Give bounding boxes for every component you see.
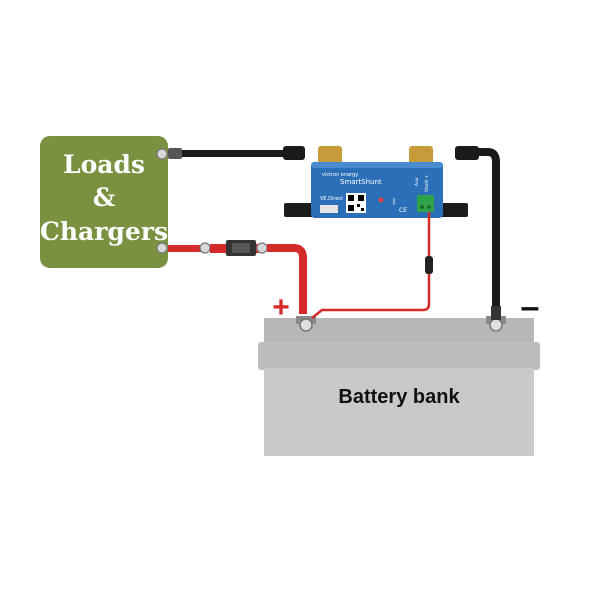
positive-cable <box>168 240 307 314</box>
ampersand-label: & <box>93 183 116 212</box>
fuse-icon <box>226 240 256 256</box>
shunt-body <box>311 162 443 218</box>
battery-rim <box>258 342 540 370</box>
negative-sign: – <box>521 288 540 326</box>
battery-body <box>264 368 534 456</box>
smartshunt: victron energy SmartShunt VE.Direct ᛒ CE… <box>284 146 468 218</box>
loads-label: Loads <box>63 150 145 179</box>
negative-cable-loads <box>168 146 305 160</box>
shunt-brand: victron energy <box>322 172 358 178</box>
sense-fuse-icon <box>425 256 433 274</box>
aux-terminal-block <box>417 195 434 212</box>
ce-mark: CE <box>399 207 407 214</box>
loads-box-body <box>40 136 168 268</box>
aux-label: Aux <box>414 177 420 186</box>
shunt-terminal-left <box>318 146 342 166</box>
chargers-label: Chargers <box>40 217 168 246</box>
loads-chargers-box: Loads & Chargers <box>40 136 168 268</box>
loads-negative-terminal <box>156 148 168 160</box>
sense-wire <box>311 212 433 319</box>
bluetooth-icon: ᛒ <box>392 197 397 206</box>
negative-cable-battery <box>455 146 501 320</box>
vbatt-label: Vbatt + <box>424 174 430 192</box>
negative-terminal <box>489 318 503 332</box>
status-led <box>378 197 384 203</box>
loads-positive-terminal <box>156 242 168 254</box>
positive-terminal <box>299 318 313 332</box>
positive-sign: + <box>272 291 290 324</box>
shunt-terminal-right <box>409 146 433 166</box>
ve-direct-label: VE.Direct <box>320 196 343 202</box>
shunt-model: SmartShunt <box>340 178 382 186</box>
battery-bank: Battery bank <box>258 316 540 456</box>
ve-direct-port <box>320 205 338 213</box>
battery-label: Battery bank <box>338 386 460 408</box>
